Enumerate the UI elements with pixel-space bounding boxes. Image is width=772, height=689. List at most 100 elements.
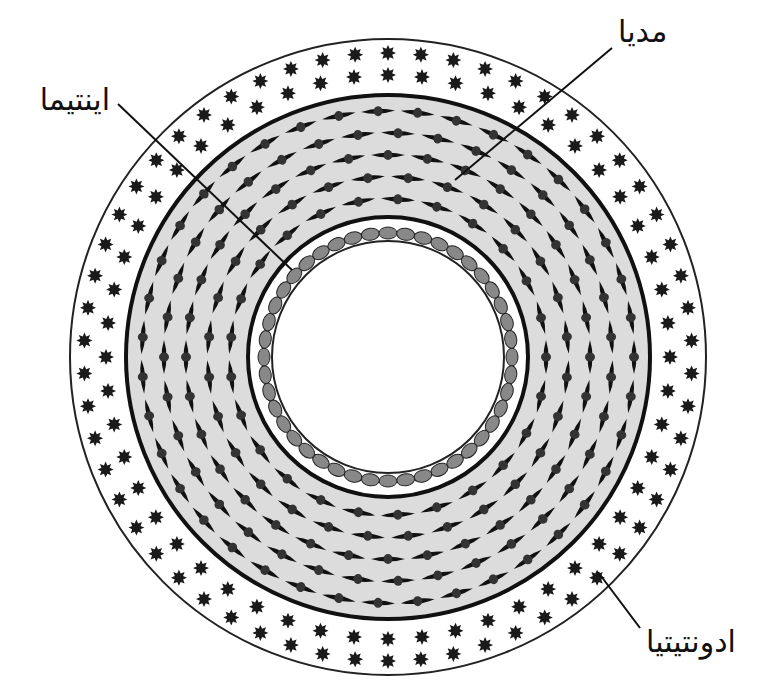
endothelial-cell xyxy=(361,473,381,487)
muscle-cell xyxy=(140,398,158,433)
fibroblast-dot xyxy=(480,613,496,629)
muscle-cell-body xyxy=(185,456,207,488)
muscle-cell-nucleus xyxy=(413,596,423,607)
muscle-cell-body xyxy=(248,435,272,465)
muscle-cell-body xyxy=(468,498,499,520)
muscle-cell-nucleus xyxy=(535,312,547,323)
muscle-cell xyxy=(222,244,249,278)
muscle-cell-nucleus xyxy=(238,493,251,506)
muscle-cell-body xyxy=(596,455,616,487)
muscle-cell-nucleus xyxy=(226,372,237,382)
muscle-cell xyxy=(381,509,416,521)
muscle-cell xyxy=(456,477,490,504)
muscle-cell-body xyxy=(224,246,246,277)
muscle-cell xyxy=(400,594,435,608)
fibroblast-dot xyxy=(315,52,331,68)
muscle-cell xyxy=(410,151,445,167)
muscle-cell-nucleus xyxy=(155,447,168,459)
muscle-cell-nucleus xyxy=(561,372,572,382)
muscle-cell xyxy=(371,150,405,160)
muscle-cell-nucleus xyxy=(242,175,255,188)
muscle-cell-body xyxy=(512,548,543,571)
muscle-cell-nucleus xyxy=(226,541,239,554)
muscle-cell xyxy=(248,557,282,583)
fibroblast-dot xyxy=(589,128,605,144)
muscle-cell-body xyxy=(304,490,337,509)
muscle-cell-body xyxy=(544,521,572,548)
muscle-cell-body xyxy=(516,265,537,297)
muscle-cell xyxy=(420,130,455,147)
muscle-cell xyxy=(206,452,233,486)
muscle-cell xyxy=(511,546,545,574)
muscle-cell xyxy=(585,340,595,374)
muscle-cell-body xyxy=(421,132,455,144)
muscle-cell-nucleus xyxy=(521,553,534,566)
muscle-cell xyxy=(265,542,300,567)
muscle-cell-nucleus xyxy=(212,292,224,304)
muscle-cell xyxy=(532,379,550,414)
fibroblast-dot xyxy=(508,625,524,641)
muscle-cell-body xyxy=(431,179,465,195)
muscle-cell-body xyxy=(439,114,473,128)
muscle-cell-body xyxy=(580,379,592,413)
muscle-cell xyxy=(570,193,598,226)
muscle-cell xyxy=(167,208,194,242)
fibroblast-dot xyxy=(649,491,665,507)
muscle-cell xyxy=(159,340,169,374)
muscle-cell xyxy=(623,300,638,335)
muscle-cell xyxy=(543,519,574,550)
muscle-cell-nucleus xyxy=(549,463,562,476)
fibroblast-dot xyxy=(100,383,116,399)
fibroblast-dot xyxy=(537,610,553,626)
muscle-cell-body xyxy=(284,579,318,596)
muscle-cell-nucleus xyxy=(189,465,202,478)
muscle-cell-body xyxy=(169,473,191,504)
muscle-cell-body xyxy=(233,169,263,194)
muscle-cell-body xyxy=(322,592,356,604)
fibroblast-dot xyxy=(169,536,185,552)
muscle-cell xyxy=(340,128,375,142)
muscle-cell-body xyxy=(459,142,492,160)
muscle-cell-nucleus xyxy=(343,153,354,165)
muscle-cell xyxy=(570,488,598,521)
endothelial-cell xyxy=(343,230,364,247)
muscle-cell xyxy=(136,320,149,355)
muscle-cell-body xyxy=(210,400,226,434)
muscle-cell-nucleus xyxy=(213,498,226,511)
muscle-cell xyxy=(230,281,252,316)
muscle-cell xyxy=(391,529,426,543)
muscle-cell-nucleus xyxy=(451,587,462,599)
muscle-cell-nucleus xyxy=(403,530,413,541)
muscle-cell-nucleus xyxy=(226,160,239,173)
muscle-cell-body xyxy=(457,479,488,501)
muscle-cell-body xyxy=(227,320,236,354)
muscle-cell xyxy=(467,191,501,218)
fibroblast-dot xyxy=(632,520,648,536)
muscle-cell-body xyxy=(341,507,375,518)
muscle-cell-nucleus xyxy=(226,332,237,342)
muscle-cell-body xyxy=(266,149,298,170)
muscle-cell xyxy=(350,529,385,543)
muscle-cell-body xyxy=(420,500,454,515)
muscle-cell-body xyxy=(273,222,302,248)
muscle-cell-body xyxy=(614,418,630,452)
muscle-cell xyxy=(168,418,189,453)
muscle-cell xyxy=(578,300,594,335)
fibroblast-dot xyxy=(537,89,553,105)
muscle-cell xyxy=(230,398,252,433)
muscle-cell-body xyxy=(170,419,187,453)
muscle-cell xyxy=(532,300,550,335)
muscle-cell-body xyxy=(516,417,537,449)
muscle-cell-body xyxy=(544,166,572,193)
muscle-cell xyxy=(514,264,539,299)
muscle-cell xyxy=(448,532,483,554)
muscle-cell-nucleus xyxy=(393,194,403,205)
muscle-cell-nucleus xyxy=(353,129,363,140)
endothelial-cell xyxy=(396,227,416,241)
muscle-cell-body xyxy=(566,418,584,451)
endothelial-cell xyxy=(258,365,272,385)
muscle-cell xyxy=(275,496,309,523)
muscle-cell-body xyxy=(312,519,346,535)
muscle-cell-body xyxy=(193,418,211,451)
fibroblast-dot xyxy=(128,178,144,194)
